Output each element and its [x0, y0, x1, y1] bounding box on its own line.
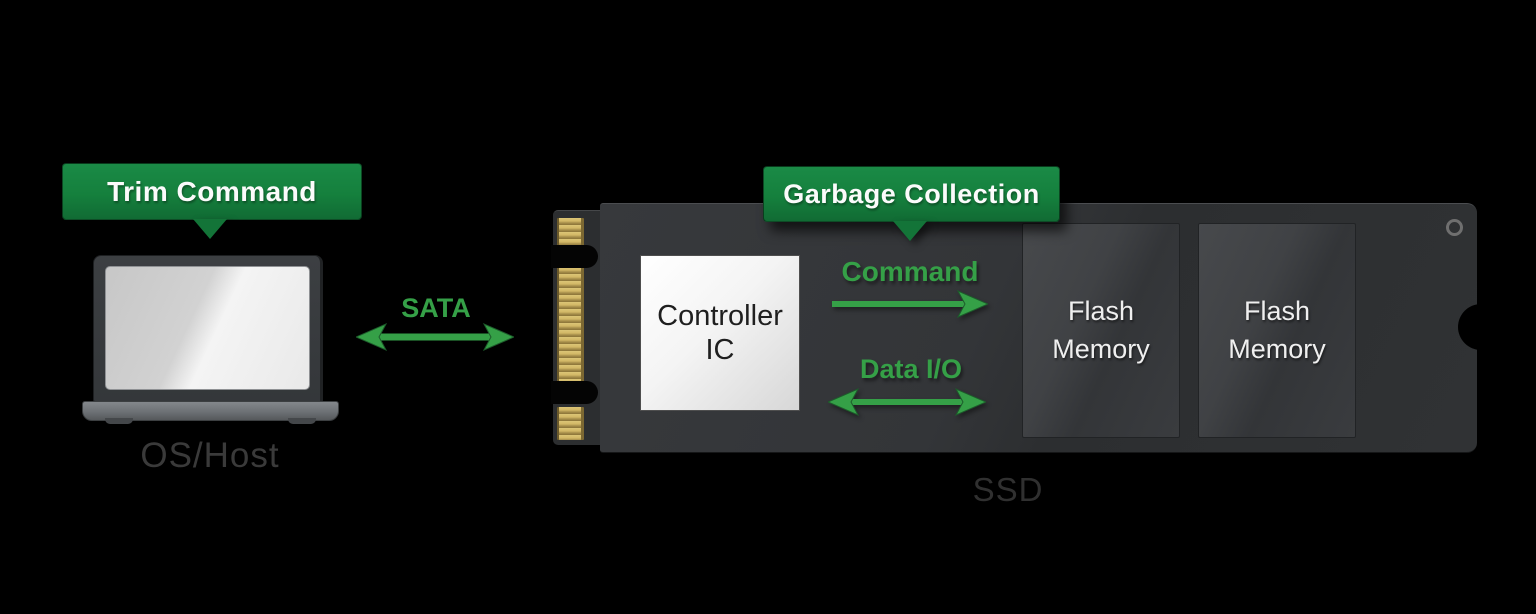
flash-chip-2-label-line1: Flash	[1243, 295, 1311, 326]
gold-pins-middle	[557, 267, 584, 385]
host-caption: OS/Host	[140, 436, 280, 475]
flash-memory-chip-1: Flash Memory	[1022, 223, 1180, 438]
gold-pins-bottom	[557, 407, 584, 440]
command-label: Command	[841, 256, 979, 287]
command-arrow	[832, 290, 988, 318]
flash-chip-2-label-line2: Memory	[1228, 333, 1326, 364]
controller-ic-chip: Controller IC	[640, 255, 800, 411]
laptop-base	[82, 401, 339, 424]
flash-chip-1-label-line1: Flash	[1067, 295, 1135, 326]
controller-ic-label-line2: IC	[705, 334, 735, 366]
sata-arrow	[356, 322, 514, 352]
trim-command-callout: Trim Command	[62, 163, 362, 220]
laptop-foot-left	[105, 418, 133, 424]
flash-memory-chip-2: Flash Memory	[1198, 223, 1356, 438]
data-io-label: Data I/O	[859, 354, 963, 384]
ssd-caption: SSD	[972, 471, 1044, 508]
ssd-connector-edge	[551, 210, 601, 445]
laptop-screen	[105, 266, 310, 390]
flash-chip-1-label-line2: Memory	[1052, 333, 1150, 364]
garbage-collection-callout: Garbage Collection	[763, 166, 1060, 222]
data-io-arrow	[828, 387, 986, 417]
laptop-icon	[93, 255, 323, 402]
trim-command-label: Trim Command	[107, 175, 317, 207]
controller-ic-label-line1: Controller	[657, 299, 783, 332]
laptop-foot-right	[288, 418, 316, 424]
connector-key-notch-bottom	[551, 381, 598, 404]
garbage-collection-label: Garbage Collection	[783, 178, 1040, 209]
mounting-notch	[1458, 304, 1504, 350]
gold-pins-top	[557, 218, 584, 250]
screw-hole-icon	[1446, 219, 1463, 236]
garbage-collection-pointer	[893, 221, 927, 241]
connector-key-notch-top	[551, 245, 598, 268]
trim-command-pointer	[193, 219, 227, 239]
sata-label: SATA	[401, 293, 471, 323]
